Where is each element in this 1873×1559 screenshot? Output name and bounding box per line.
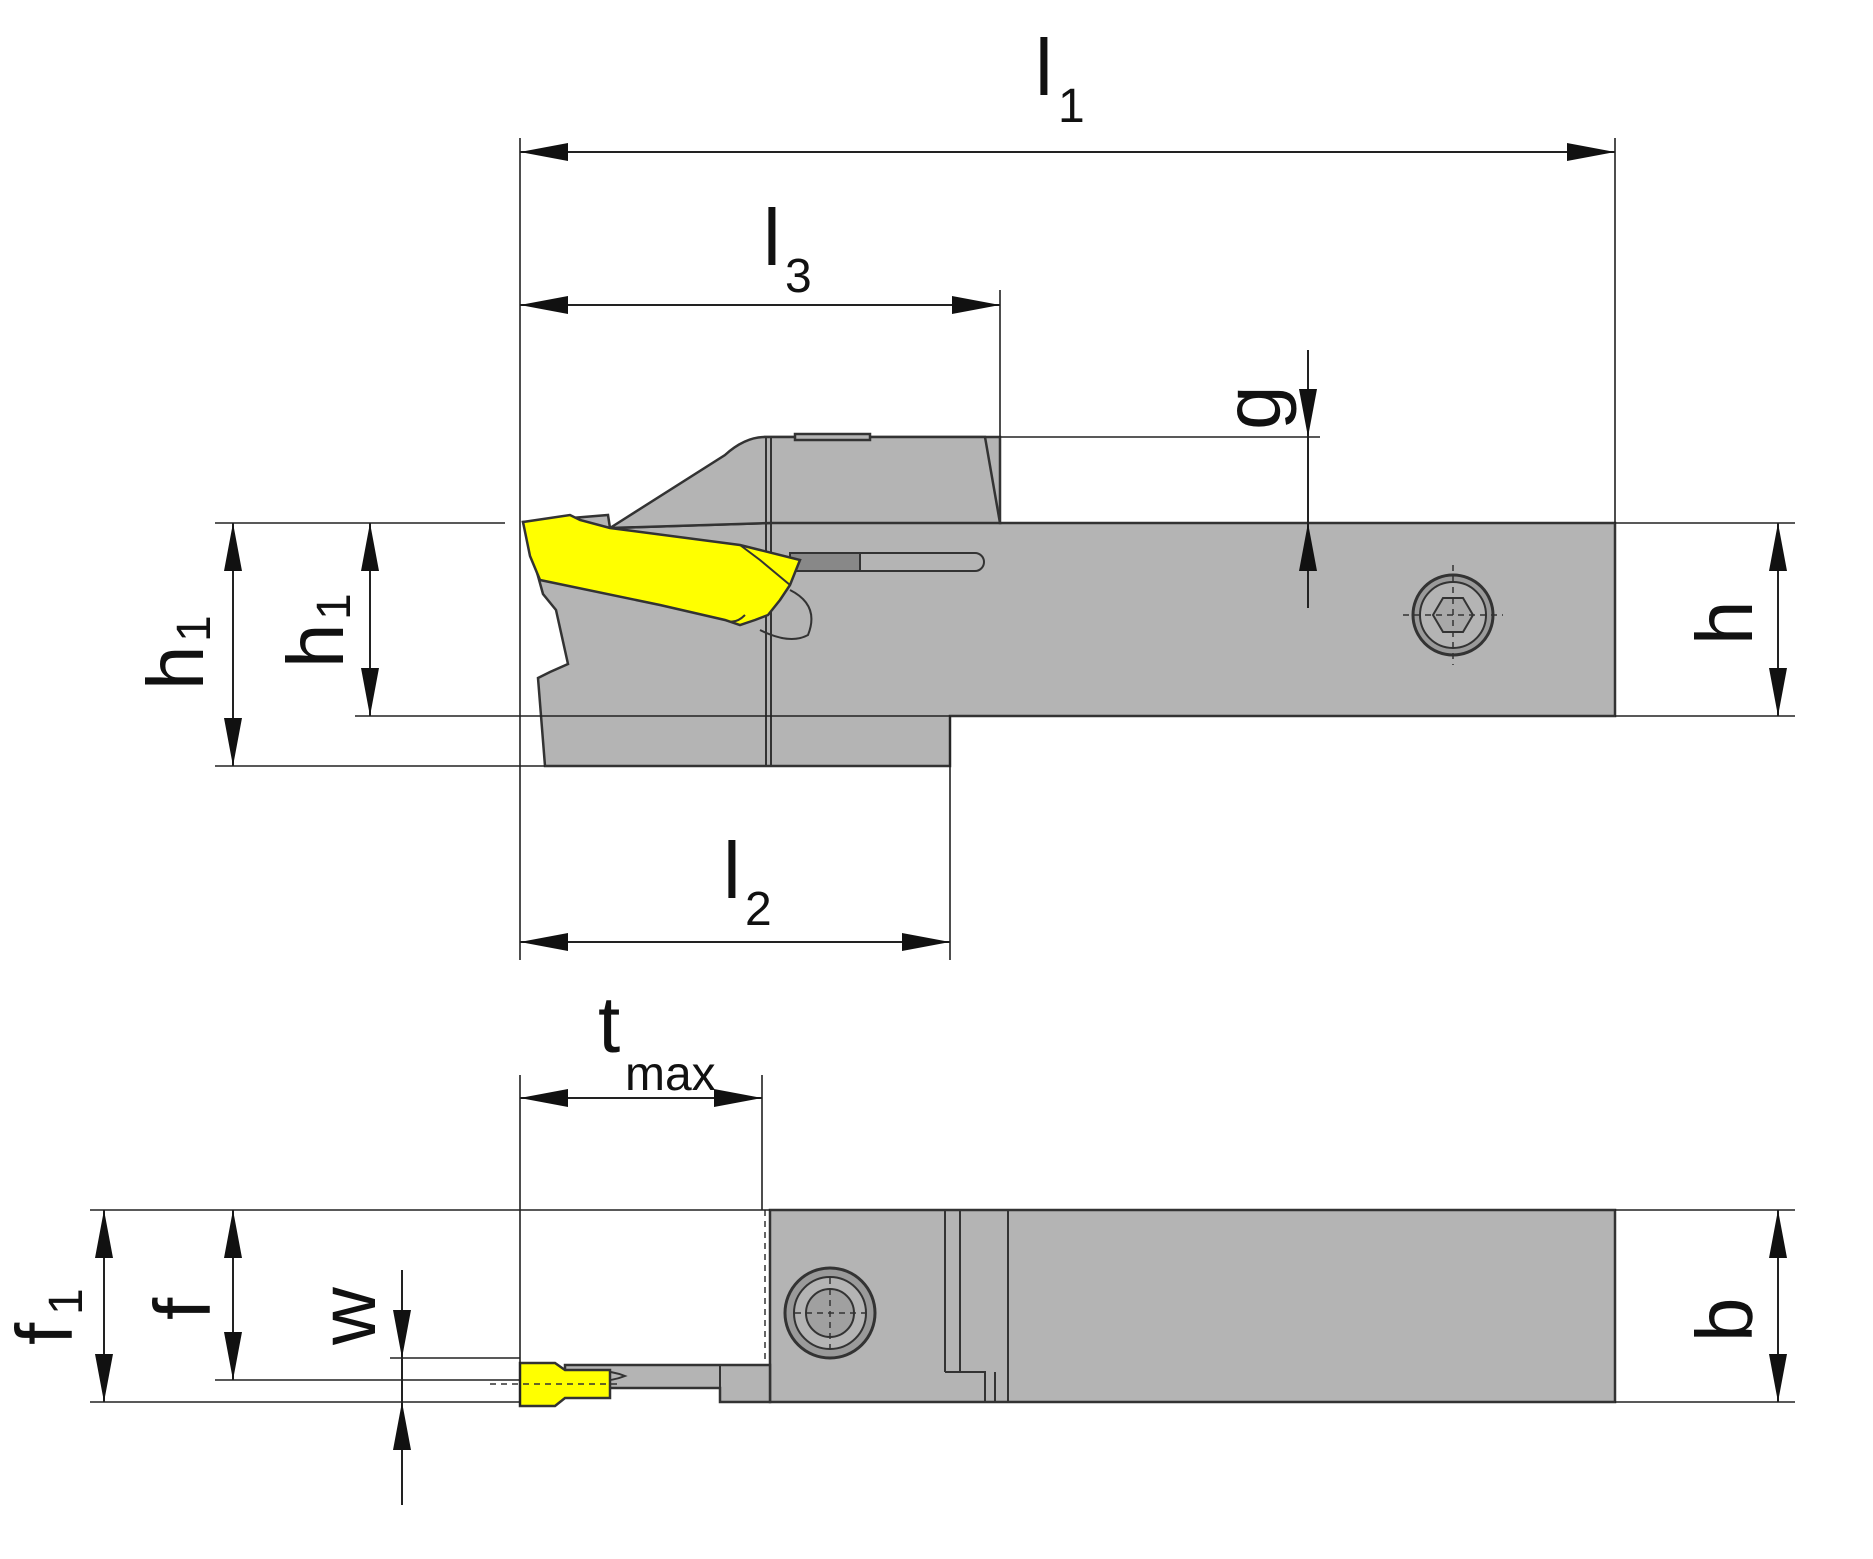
label-h1-inner: h 1 [271,593,361,668]
insert-top [518,1361,612,1408]
holder-head-side [605,435,1002,530]
label-h: h [1680,601,1769,646]
socket-head-screw-icon [783,1266,877,1360]
svg-text:h: h [271,624,360,669]
label-w: w [303,1287,392,1346]
svg-text:t: t [598,980,620,1069]
label-l3: l 3 [763,193,812,303]
svg-text:1: 1 [40,1288,93,1315]
holder-body-top [768,1208,1617,1404]
side-view [521,432,1617,768]
svg-text:h: h [131,646,220,691]
label-g: g [1208,386,1297,431]
svg-text:l: l [763,193,781,282]
label-b: b [1680,1298,1769,1343]
svg-text:f: f [0,1322,89,1345]
svg-text:2: 2 [745,883,772,936]
label-f: f [138,1297,227,1320]
top-view [490,1208,1617,1408]
svg-text:1: 1 [1058,80,1085,133]
clamp-slot [799,552,985,572]
svg-text:3: 3 [785,250,812,303]
label-l2: l 2 [723,826,772,936]
label-f1: f 1 [0,1288,93,1345]
label-l1: l 1 [1035,23,1085,133]
socket-head-screw-icon [1403,565,1503,665]
label-tmax: t max [598,980,716,1101]
svg-text:l: l [723,826,741,915]
svg-text:max: max [625,1048,716,1101]
side-dimensions [215,138,1795,960]
svg-text:1: 1 [308,593,361,620]
label-h1-outer: h 1 [131,615,221,690]
top-dimensions [90,1075,1795,1505]
insert-side [521,513,802,627]
svg-text:1: 1 [168,615,221,642]
svg-text:l: l [1035,23,1053,112]
